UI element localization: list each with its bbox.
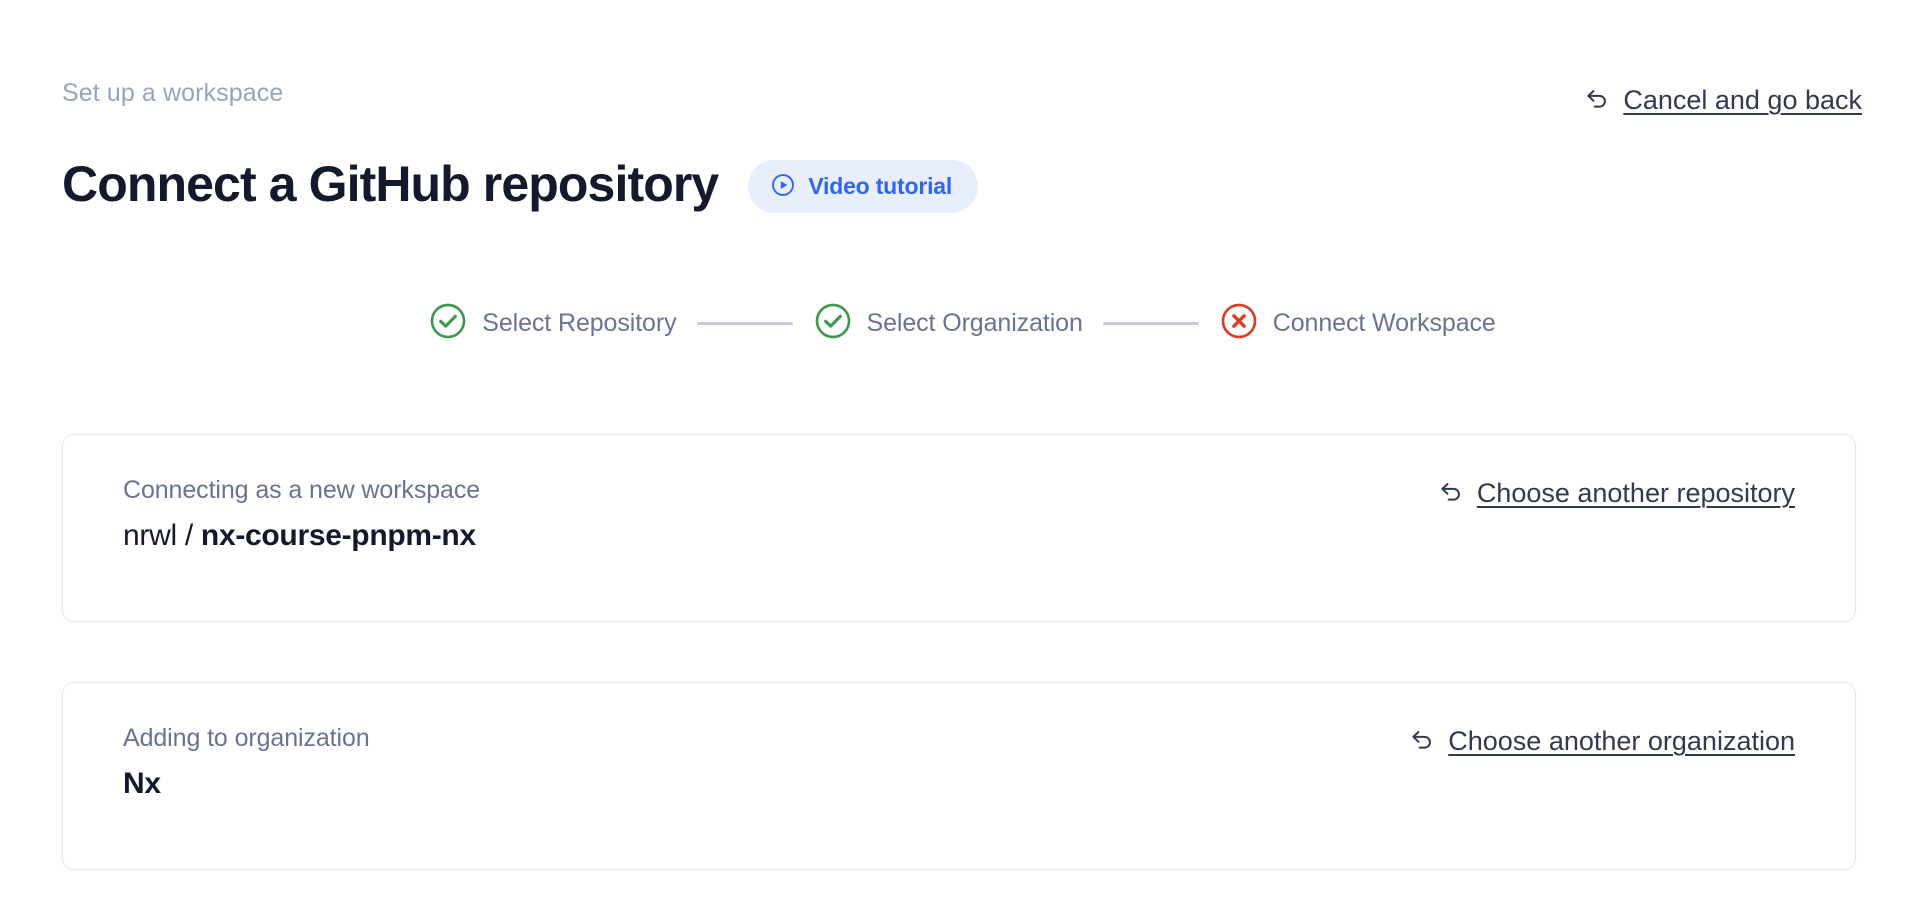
stepper-step-select-repository[interactable]: Select Repository [428, 301, 677, 346]
breadcrumb-eyebrow: Set up a workspace [62, 79, 284, 107]
organization-card-body: Adding to organization Nx Choose another… [63, 683, 1855, 802]
undo-arrow-icon [1408, 725, 1436, 758]
repository-card-value: nrwl / nx-course-pnpm-nx [123, 518, 480, 554]
choose-another-organization-label: Choose another organization [1448, 726, 1795, 756]
page-title: Connect a GitHub repository [62, 155, 719, 212]
undo-arrow-icon [1583, 84, 1611, 117]
organization-card: Adding to organization Nx Choose another… [62, 682, 1856, 870]
stepper-label-select-organization: Select Organization [866, 309, 1083, 337]
video-tutorial-button[interactable]: Video tutorial [748, 160, 979, 213]
organization-name: Nx [123, 767, 161, 801]
stepper-step-connect-workspace[interactable]: Connect Workspace [1219, 301, 1496, 346]
repository-owner: nrwl / [123, 519, 201, 553]
video-tutorial-label: Video tutorial [808, 173, 953, 199]
check-circle-icon [813, 301, 853, 346]
title-row: Connect a GitHub repository Video tutori… [62, 122, 1862, 245]
stepper-connector-1 [696, 322, 793, 325]
page-header: Set up a workspace Connect a GitHub repo… [62, 78, 1862, 245]
check-circle-icon [428, 301, 468, 346]
cancel-and-go-back-link[interactable]: Cancel and go back [1583, 84, 1862, 117]
repository-card-caption: Connecting as a new workspace [123, 476, 481, 504]
repository-card-text: Connecting as a new workspace nrwl / nx-… [123, 475, 480, 554]
choose-another-repository-label: Choose another repository [1476, 478, 1795, 508]
stepper-step-select-organization[interactable]: Select Organization [813, 301, 1083, 346]
progress-stepper: Select Repository Select Organization Co… [0, 301, 1924, 346]
repository-name: nx-course-pnpm-nx [200, 519, 476, 553]
repository-card: Connecting as a new workspace nrwl / nx-… [62, 434, 1856, 622]
cancel-and-go-back-label: Cancel and go back [1623, 85, 1862, 115]
stepper-connector-2 [1102, 322, 1199, 325]
organization-card-caption: Adding to organization [123, 724, 370, 752]
choose-another-repository-link[interactable]: Choose another repository [1437, 477, 1795, 510]
play-circle-icon [770, 172, 796, 201]
choose-another-organization-link[interactable]: Choose another organization [1408, 725, 1795, 758]
repository-card-body: Connecting as a new workspace nrwl / nx-… [63, 435, 1855, 554]
stepper-label-connect-workspace: Connect Workspace [1272, 309, 1496, 337]
organization-card-text: Adding to organization Nx [123, 723, 370, 802]
stepper-label-select-repository: Select Repository [482, 309, 677, 337]
undo-arrow-icon [1437, 477, 1465, 510]
x-circle-icon [1219, 301, 1259, 346]
